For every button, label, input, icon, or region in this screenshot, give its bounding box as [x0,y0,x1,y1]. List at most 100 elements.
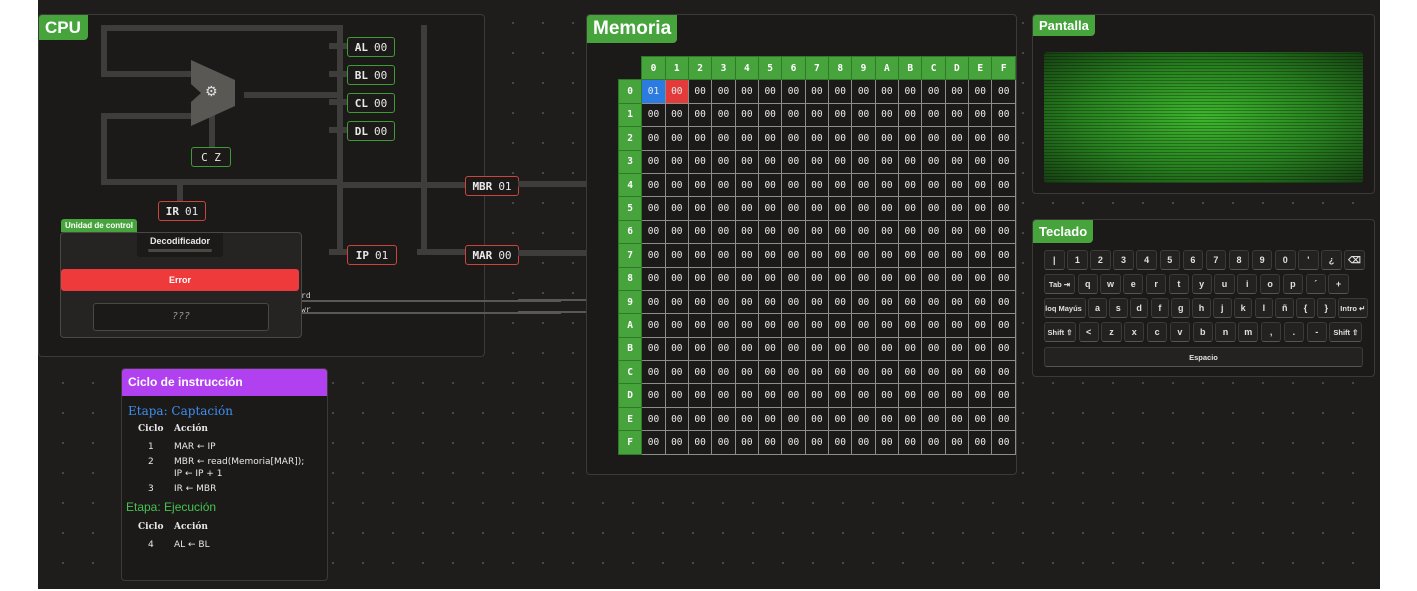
key[interactable]: 2 [1090,250,1111,270]
memory-cell[interactable]: 00 [664,196,689,221]
memory-cell[interactable]: 00 [804,243,830,268]
memory-cell[interactable]: 00 [734,243,760,268]
memory-cell[interactable]: 00 [664,360,689,385]
memory-cell[interactable]: 00 [851,196,876,221]
memory-cell[interactable]: 00 [874,313,900,338]
key[interactable]: f [1150,298,1170,318]
memory-cell[interactable]: 00 [828,406,853,432]
key[interactable]: , [1261,322,1282,342]
memory-cell[interactable]: 00 [898,360,923,385]
memory-cell[interactable]: 00 [711,219,736,245]
memory-cell[interactable]: 00 [711,266,736,291]
memory-cell[interactable]: 00 [944,289,970,315]
memory-cell[interactable]: 00 [734,336,760,362]
memory-cell[interactable]: 00 [828,102,853,128]
memory-cell[interactable]: 00 [641,266,666,291]
memory-cell[interactable]: 00 [641,360,666,385]
memory-cell[interactable]: 00 [851,266,876,291]
memory-cell[interactable]: 00 [874,406,900,432]
memory-cell[interactable]: 00 [944,383,970,408]
memory-cell[interactable]: 00 [664,336,689,362]
memory-cell[interactable]: 00 [687,313,713,338]
memory-cell[interactable]: 00 [687,172,713,198]
memory-cell[interactable]: 00 [641,172,666,198]
memory-cell[interactable]: 00 [851,102,876,128]
memory-cell[interactable]: 00 [757,289,783,315]
memory-cell[interactable]: 00 [711,313,736,338]
memory-cell[interactable]: 00 [804,266,830,291]
memory-cell[interactable]: 00 [711,430,736,455]
memory-cell[interactable]: 00 [687,219,713,245]
memory-cell[interactable]: 00 [734,126,760,151]
memory-cell[interactable]: 00 [898,79,923,104]
memory-cell[interactable]: 00 [921,79,946,104]
memory-cell[interactable]: 00 [664,149,689,174]
memory-cell[interactable]: 00 [991,172,1016,198]
memory-cell[interactable]: 00 [944,266,970,291]
memory-cell[interactable]: 00 [898,126,923,151]
memory-cell[interactable]: 00 [968,383,993,408]
key[interactable]: k [1233,298,1253,318]
key[interactable]: } [1317,298,1336,318]
memory-cell[interactable]: 00 [874,430,900,455]
memory-cell[interactable]: 00 [641,102,666,128]
memory-cell[interactable]: 00 [968,219,993,245]
memory-cell[interactable]: 00 [711,79,736,104]
memory-cell[interactable]: 00 [991,430,1016,455]
memory-cell[interactable]: 00 [757,336,783,362]
memory-cell[interactable]: 00 [781,289,806,315]
key[interactable]: Tab ⇥ [1044,274,1075,294]
memory-cell[interactable]: 00 [804,313,830,338]
memory-cell[interactable]: 00 [734,219,760,245]
memory-cell[interactable]: 00 [828,289,853,315]
memory-cell[interactable]: 00 [991,149,1016,174]
memory-cell[interactable]: 00 [944,126,970,151]
memory-cell[interactable]: 00 [874,196,900,221]
memory-cell[interactable]: 00 [711,406,736,432]
memory-cell[interactable]: 00 [921,102,946,128]
key[interactable]: ' [1298,250,1319,270]
memory-cell[interactable]: 00 [664,79,689,104]
key[interactable]: h [1192,298,1211,318]
memory-cell[interactable]: 00 [711,102,736,128]
memory-cell[interactable]: 00 [968,196,993,221]
memory-cell[interactable]: 00 [711,172,736,198]
memory-cell[interactable]: 00 [921,360,946,385]
memory-cell[interactable]: 00 [734,172,760,198]
memory-cell[interactable]: 00 [641,243,666,268]
key[interactable]: g [1171,298,1190,318]
key[interactable]: 5 [1159,250,1180,270]
memory-cell[interactable]: 00 [757,196,783,221]
memory-cell[interactable]: 00 [664,243,689,268]
memory-cell[interactable]: 00 [874,289,900,315]
memory-cell[interactable]: 00 [828,336,853,362]
memory-cell[interactable]: 00 [641,289,666,315]
memory-cell[interactable]: 00 [898,430,923,455]
key[interactable]: 8 [1228,250,1250,270]
memory-cell[interactable]: 00 [641,383,666,408]
memory-cell[interactable]: 00 [874,172,900,198]
memory-cell[interactable]: 00 [734,360,760,385]
memory-cell[interactable]: 00 [898,336,923,362]
key[interactable]: a [1088,298,1107,318]
memory-cell[interactable]: 00 [851,360,876,385]
memory-cell[interactable]: 00 [851,383,876,408]
memory-cell[interactable]: 00 [921,406,946,432]
memory-cell[interactable]: 00 [641,406,666,432]
key[interactable]: + [1328,274,1349,294]
key[interactable]: - [1306,322,1327,342]
memory-cell[interactable]: 00 [944,313,970,338]
memory-cell[interactable]: 00 [781,219,806,245]
memory-cell[interactable]: 00 [687,383,713,408]
memory-cell[interactable]: 00 [687,102,713,128]
memory-cell[interactable]: 00 [874,383,900,408]
memory-cell[interactable]: 00 [991,360,1016,385]
memory-cell[interactable]: 00 [968,336,993,362]
memory-cell[interactable]: 00 [921,430,946,455]
memory-cell[interactable]: 00 [804,79,830,104]
memory-cell[interactable]: 00 [804,102,830,128]
memory-cell[interactable]: 00 [921,126,946,151]
memory-cell[interactable]: 00 [828,79,853,104]
memory-cell[interactable]: 00 [828,172,853,198]
